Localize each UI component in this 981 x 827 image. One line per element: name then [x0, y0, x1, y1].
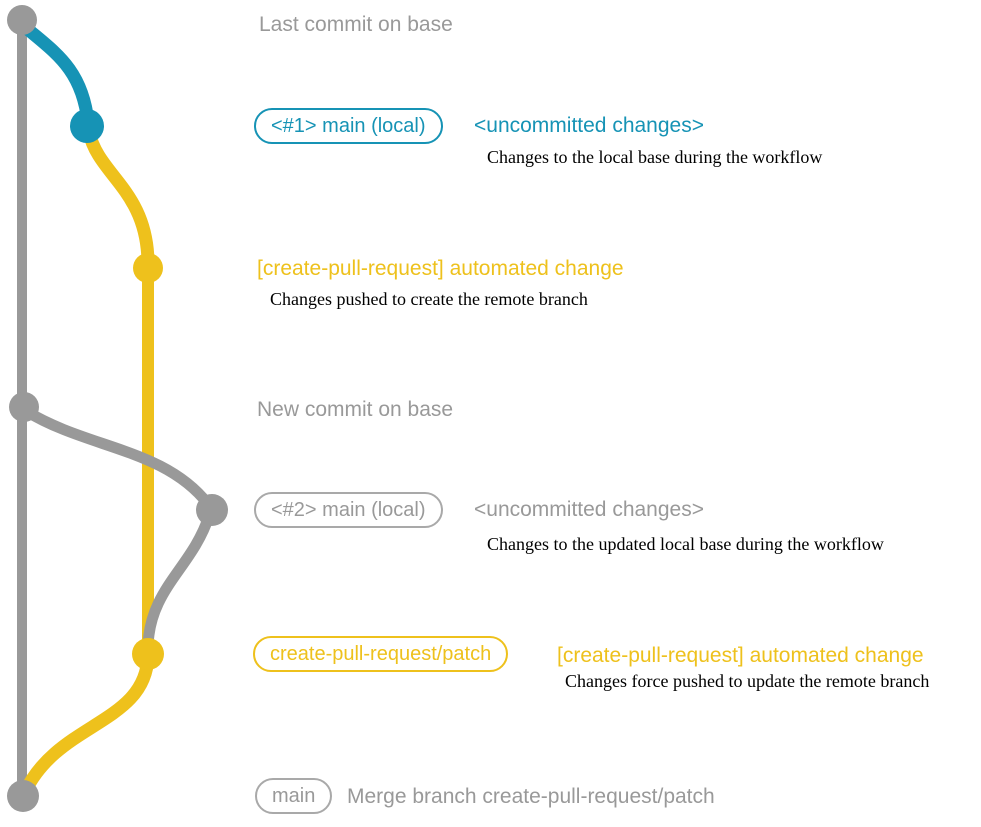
- local-main-branch-curve: [17, 19, 95, 129]
- commit-message-uncommitted-2: <uncommitted changes>: [474, 498, 704, 521]
- commit-node-patch-1: [133, 253, 163, 283]
- commit-caption-updated-local-base: Changes to the updated local base during…: [487, 534, 884, 554]
- annotation-new-commit-on-base: New commit on base: [257, 398, 454, 421]
- commit-node-local-1: [70, 109, 104, 143]
- commit-node-new-base: [9, 392, 39, 422]
- branch-label-main: main: [255, 778, 333, 814]
- annotation-last-commit-on-base: Last commit on base: [259, 13, 453, 36]
- commit-message-uncommitted-1: <uncommitted changes>: [474, 114, 704, 137]
- branch-label-main-local-2: <#2> main (local): [254, 492, 443, 528]
- commit-caption-force-pushed: Changes force pushed to update the remot…: [565, 671, 930, 691]
- patch-branch-curve-top: [82, 125, 155, 269]
- commit-caption-local-base: Changes to the local base during the wor…: [487, 147, 823, 167]
- commit-node-patch-2: [132, 638, 164, 670]
- branch-label-create-pull-request-patch: create-pull-request/patch: [253, 636, 509, 672]
- commit-caption-pushed-create: Changes pushed to create the remote bran…: [270, 289, 588, 309]
- patch-branch-curve-bottom: [18, 649, 155, 799]
- commit-node-last-base: [7, 5, 37, 35]
- commit-message-automated-change-2: [create-pull-request] automated change: [557, 644, 924, 667]
- commit-message-automated-change-1: [create-pull-request] automated change: [257, 257, 624, 280]
- branch-label-main-local-1: <#1> main (local): [254, 108, 443, 144]
- commit-node-local-2: [196, 494, 228, 526]
- rebase-curve: [142, 510, 215, 652]
- commit-node-merge: [7, 780, 39, 812]
- base-update-curve: [20, 405, 214, 510]
- commit-message-merge: Merge branch create-pull-request/patch: [347, 785, 715, 808]
- git-graph: [7, 5, 228, 812]
